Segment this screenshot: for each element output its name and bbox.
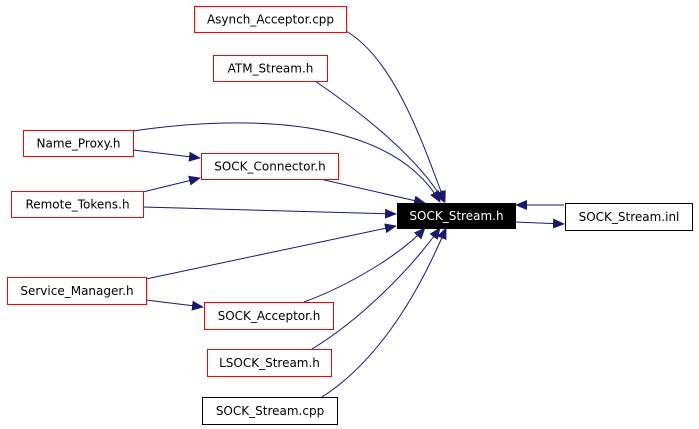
edge-atm-stream-h-to-sock-stream-h	[314, 80, 445, 203]
node-asynch-acceptor-cpp[interactable]: Asynch_Acceptor.cpp	[194, 6, 347, 33]
node-label: Service_Manager.h	[20, 284, 133, 298]
edge-sock-stream-cpp-to-sock-stream-h	[321, 227, 447, 398]
node-label: SOCK_Acceptor.h	[218, 309, 321, 323]
edge-name-proxy-h-to-sock-stream-h	[132, 122, 441, 203]
node-sock-stream-cpp: SOCK_Stream.cpp	[202, 397, 338, 425]
node-box	[204, 302, 334, 330]
node-sock-connector-h[interactable]: SOCK_Connector.h	[201, 153, 339, 180]
node-box	[7, 277, 147, 305]
node-sock-stream-h: SOCK_Stream.h	[397, 203, 516, 229]
node-label: SOCK_Stream.h	[409, 209, 503, 223]
node-box	[207, 349, 332, 377]
node-label: SOCK_Stream.cpp	[216, 404, 324, 418]
nodes-layer: Asynch_Acceptor.cppATM_Stream.hName_Prox…	[7, 6, 693, 425]
node-box	[213, 55, 328, 82]
node-sock-acceptor-h[interactable]: SOCK_Acceptor.h	[204, 302, 334, 330]
node-label: LSOCK_Stream.h	[219, 356, 320, 370]
edges-layer	[132, 30, 565, 398]
node-remote-tokens-h[interactable]: Remote_Tokens.h	[11, 191, 144, 218]
node-lsock-stream-h[interactable]: LSOCK_Stream.h	[207, 349, 332, 377]
edge-service-manager-h-to-sock-stream-h	[145, 223, 397, 280]
edge-remote-tokens-h-to-sock-connector-h	[142, 175, 201, 193]
node-box	[11, 191, 144, 218]
edge-sock-connector-h-to-sock-stream-h	[319, 178, 426, 206]
node-label: Name_Proxy.h	[37, 137, 121, 151]
edge-name-proxy-h-to-sock-connector-h	[132, 149, 201, 162]
node-label: Asynch_Acceptor.cpp	[207, 13, 334, 27]
node-label: SOCK_Connector.h	[214, 160, 326, 174]
edge-remote-tokens-h-to-sock-stream-h	[142, 206, 397, 219]
edge-sock-stream-h-to-sock-stream-inl	[514, 218, 565, 229]
edge-asynch-acceptor-cpp-to-sock-stream-h	[345, 30, 446, 203]
node-label: SOCK_Stream.inl	[579, 210, 680, 224]
node-box	[194, 6, 347, 33]
node-box	[565, 203, 693, 231]
node-name-proxy-h[interactable]: Name_Proxy.h	[23, 130, 134, 157]
node-label: Remote_Tokens.h	[25, 198, 129, 212]
node-box	[23, 130, 134, 157]
node-atm-stream-h[interactable]: ATM_Stream.h	[213, 55, 328, 82]
node-box	[397, 203, 516, 229]
node-box	[202, 397, 338, 425]
edge-service-manager-h-to-sock-acceptor-h	[145, 299, 204, 311]
edge-sock-acceptor-h-to-sock-stream-h	[303, 227, 426, 303]
node-label: ATM_Stream.h	[228, 62, 314, 76]
node-service-manager-h[interactable]: Service_Manager.h	[7, 277, 147, 305]
edge-lsock-stream-h-to-sock-stream-h	[311, 227, 441, 350]
node-sock-stream-inl: SOCK_Stream.inl	[565, 203, 693, 231]
node-box	[201, 153, 339, 180]
